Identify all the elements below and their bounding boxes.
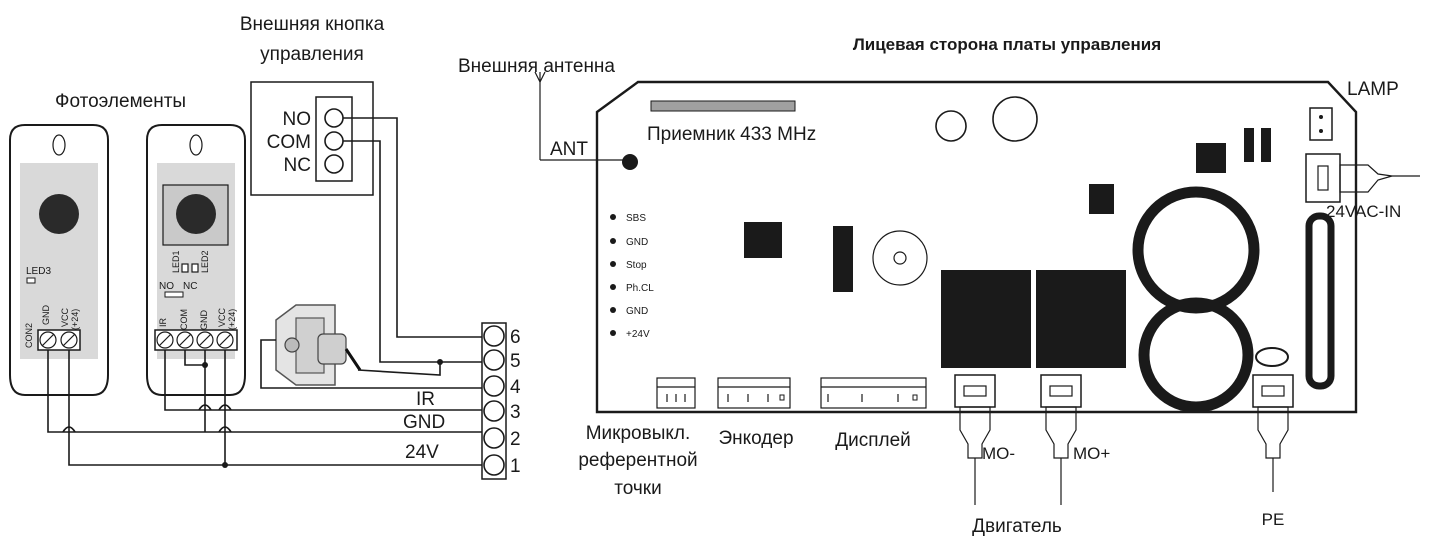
pin-gnd-1: GND: [626, 237, 648, 248]
pin-phcl: Ph.CL: [626, 283, 654, 294]
wiring: IR GND 24V: [47, 117, 487, 468]
terminal-5: 5: [510, 351, 521, 372]
pe-connector: [1252, 374, 1294, 492]
motor-label: Двигатель: [972, 516, 1062, 537]
pin-stop: Stop: [626, 260, 647, 271]
photocell-2: LED1 LED2 NO NC IR COM GND VCC (+24): [146, 124, 246, 396]
encoder-connector: [717, 377, 791, 409]
sensor1-pin-vcc: VCC: [60, 307, 70, 327]
sensor2-pin-com: COM: [179, 309, 189, 330]
sensor2-relay-no: NO: [159, 281, 174, 292]
control-board: ANT Приемник 433 MHz LAMP 24VAC-: [534, 71, 1420, 505]
display-label: Дисплей: [835, 430, 911, 451]
wire-label-24v: 24V: [405, 442, 439, 463]
terminal-block: 6 5 4 3 2 1: [481, 322, 521, 480]
micro-label-3: точки: [614, 478, 661, 499]
sensor2-led2-label: LED2: [200, 250, 210, 273]
pin-list: SBS GND Stop Ph.CL GND +24V: [610, 213, 654, 340]
sensor2-relay-nc: NC: [183, 281, 197, 292]
terminal-1: 1: [510, 456, 521, 477]
terminal-4: 4: [510, 377, 521, 398]
sensor2-led1-label: LED1: [171, 250, 181, 273]
pin-gnd-2: GND: [626, 306, 648, 317]
button-contact-com: COM: [267, 132, 311, 153]
terminal-2: 2: [510, 429, 521, 450]
terminal-6: 6: [510, 327, 521, 348]
sensor2-pin-gnd: GND: [199, 310, 209, 331]
pin-sbs: SBS: [626, 213, 646, 224]
sensor2-pin-24: (+24): [227, 309, 237, 330]
sensor2-pin-ir: IR: [158, 317, 168, 327]
photo-title: Фотоэлементы: [55, 91, 186, 112]
external-button: NO COM NC: [250, 81, 374, 196]
button-title-1: Внешняя кнопка: [240, 14, 385, 35]
pin-24v: +24V: [626, 329, 650, 340]
micro-label-1: Микровыкл.: [586, 423, 691, 444]
lamp-label: LAMP: [1347, 79, 1399, 100]
mo-plus-label: MO+: [1073, 444, 1110, 463]
ant-label: ANT: [550, 139, 588, 160]
lock-icon: [275, 304, 362, 386]
encoder-label: Энкодер: [718, 428, 793, 449]
board-title: Лицевая сторона платы управления: [853, 35, 1161, 54]
sensor1-connector-label: CON2: [24, 323, 34, 348]
micro-label-2: референтной: [578, 450, 697, 471]
mo-plus-connector: [1040, 374, 1082, 505]
button-title-2: управления: [260, 44, 364, 65]
mo-minus-connector: [954, 374, 996, 505]
antenna-title: Внешняя антенна: [458, 56, 615, 77]
button-contact-nc: NC: [284, 155, 311, 176]
sensor1-pin-24: (+24): [70, 309, 80, 330]
micro-switch-connector: [656, 377, 696, 409]
photocell-1: LED3 CON2 GND VCC (+24): [9, 124, 109, 396]
sensor1-led-label: LED3: [26, 266, 51, 277]
sensor2-pin-vcc: VCC: [217, 307, 227, 327]
mo-minus-label: MO-: [982, 444, 1015, 463]
terminal-3: 3: [510, 402, 521, 423]
pe-label: PE: [1262, 510, 1285, 529]
wire-label-gnd: GND: [403, 412, 445, 433]
receiver-label: Приемник 433 MHz: [647, 124, 816, 145]
display-connector: [820, 377, 927, 409]
button-contact-no: NO: [283, 109, 312, 130]
vac-in-label: 24VAC-IN: [1326, 202, 1401, 221]
wire-label-ir: IR: [416, 389, 435, 410]
antenna-icon: [534, 71, 638, 170]
sensor1-pin-gnd: GND: [41, 305, 51, 326]
